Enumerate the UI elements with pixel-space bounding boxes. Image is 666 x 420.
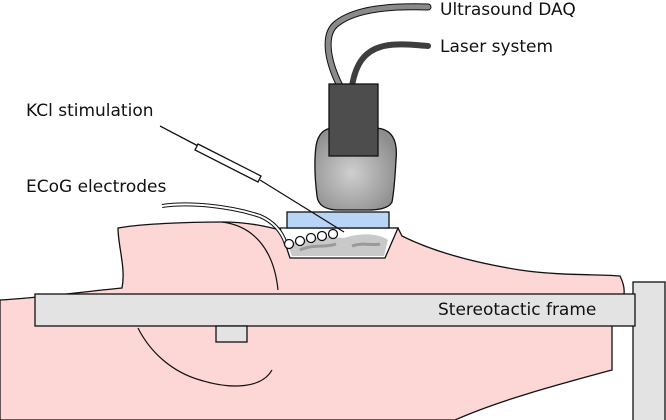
ear-bar-block	[215, 325, 248, 343]
label-ecog-electrodes: ECoG electrodes	[26, 177, 167, 197]
jaw-outline	[137, 327, 273, 387]
ecog-electrode-contact	[305, 232, 317, 244]
kcl-needle-barrel	[194, 143, 262, 183]
ear-outline	[221, 221, 279, 291]
probe-cap	[328, 83, 379, 157]
kcl-lead-line	[159, 125, 201, 148]
ultrasound-cable-fill	[325, 4, 431, 89]
label-stereotactic-frame: Stereotactic frame	[438, 300, 596, 320]
laser-cable	[349, 41, 431, 89]
ecog-electrode-contact	[283, 238, 295, 250]
frame-post	[632, 281, 666, 420]
ecog-electrode-contact	[294, 235, 306, 247]
label-kcl-stimulation: KCl stimulation	[26, 101, 154, 121]
ecog-lead-fill	[161, 203, 287, 245]
glass-window	[286, 211, 390, 229]
ecog-electrode-contact	[316, 230, 328, 242]
label-laser-system: Laser system	[440, 37, 553, 57]
label-ultrasound-daq: Ultrasound DAQ	[440, 0, 576, 20]
ecog-electrode-array	[283, 228, 339, 250]
stereotactic-frame-bar	[34, 293, 636, 327]
brain-detail	[299, 242, 381, 252]
ecog-electrode-contact	[327, 228, 339, 240]
kcl-needle-tip	[259, 179, 345, 233]
